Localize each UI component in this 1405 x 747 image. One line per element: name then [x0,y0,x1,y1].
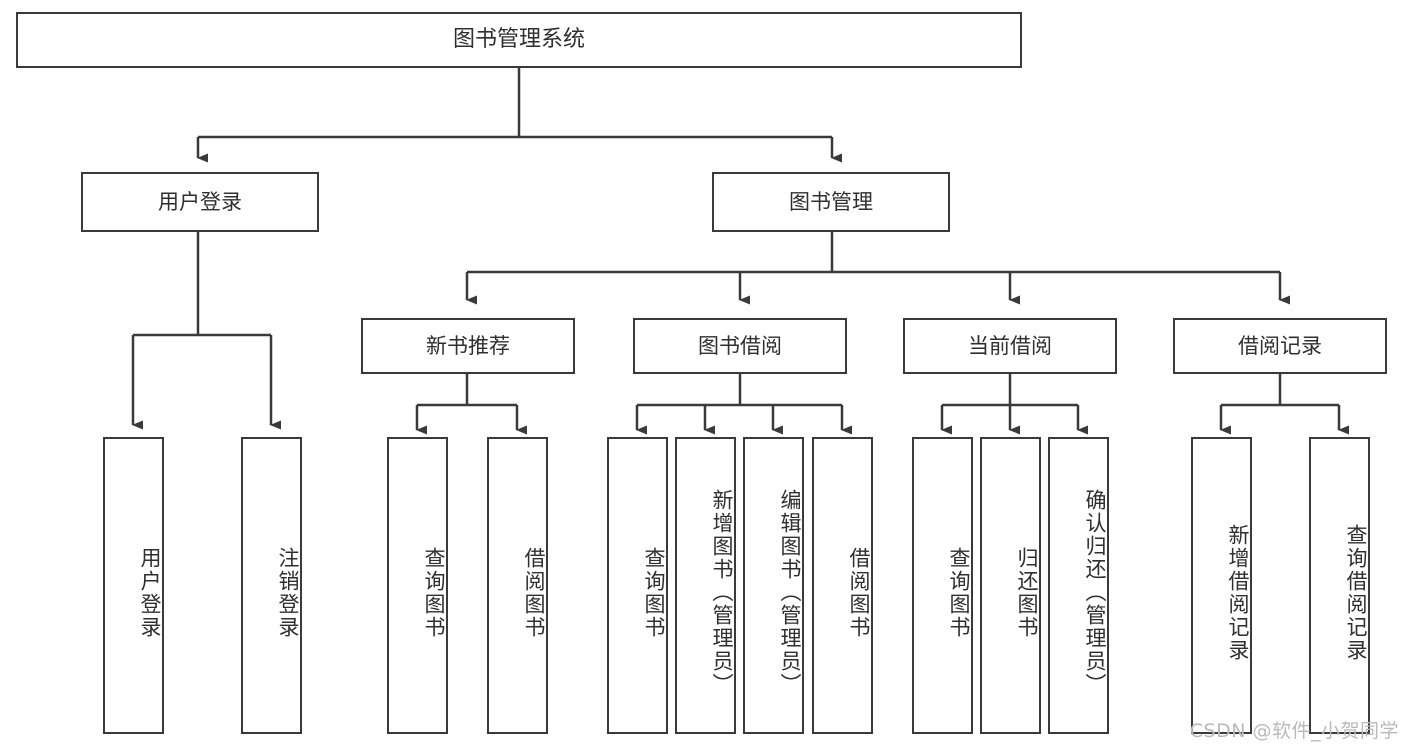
node-label: 查询图书 [642,546,666,639]
node-label: 用户登录 [138,546,162,639]
leaf-current-borrow-return-book[interactable]: 归还图书 [980,437,1041,734]
node-book-borrow[interactable]: 图书借阅 [633,318,847,374]
node-label: 注销登录 [276,546,300,639]
node-label: 查询借阅记录 [1344,523,1368,662]
node-root-book-management-system[interactable]: 图书管理系统 [16,12,1022,68]
leaf-user-login-logout[interactable]: 注销登录 [241,437,302,734]
leaf-new-book-borrow-book[interactable]: 借阅图书 [487,437,548,734]
leaf-current-borrow-query-book[interactable]: 查询图书 [912,437,973,734]
leaf-book-borrow-borrow-book[interactable]: 借阅图书 [812,437,873,734]
node-book-management[interactable]: 图书管理 [712,172,950,232]
watermark-text: CSDN @软件_小贺同学 [1189,720,1399,742]
node-label: 新增借阅记录 [1226,523,1250,662]
node-new-book-recommend[interactable]: 新书推荐 [361,318,575,374]
node-label: 借阅图书 [847,546,871,639]
node-label: 图书借阅 [698,333,782,358]
node-label: 新书推荐 [426,333,510,358]
leaf-borrow-record-add-record[interactable]: 新增借阅记录 [1191,437,1252,734]
node-label: 用户登录 [158,189,242,214]
node-borrow-record[interactable]: 借阅记录 [1173,318,1387,374]
leaf-book-borrow-query-book[interactable]: 查询图书 [607,437,668,734]
node-label: 归还图书 [1015,546,1039,639]
node-label: 新增图书（管理员） [710,489,734,696]
node-user-login[interactable]: 用户登录 [81,172,319,232]
node-label: 当前借阅 [968,333,1052,358]
leaf-book-borrow-edit-book-admin[interactable]: 编辑图书（管理员） [743,437,804,734]
node-label: 查询图书 [422,546,446,639]
node-label: 确认归还（管理员） [1083,489,1107,696]
node-label: 图书管理 [789,189,873,214]
leaf-user-login-login[interactable]: 用户登录 [103,437,164,734]
leaf-current-borrow-confirm-return-admin[interactable]: 确认归还（管理员） [1048,437,1109,734]
node-label: 借阅图书 [522,546,546,639]
node-label: 查询图书 [947,546,971,639]
node-current-borrow[interactable]: 当前借阅 [903,318,1117,374]
leaf-new-book-query-book[interactable]: 查询图书 [387,437,448,734]
node-label: 编辑图书（管理员） [778,489,802,696]
node-label: 图书管理系统 [452,27,585,53]
leaf-borrow-record-query-record[interactable]: 查询借阅记录 [1309,437,1370,734]
node-label: 借阅记录 [1238,333,1322,358]
leaf-book-borrow-add-book-admin[interactable]: 新增图书（管理员） [675,437,736,734]
